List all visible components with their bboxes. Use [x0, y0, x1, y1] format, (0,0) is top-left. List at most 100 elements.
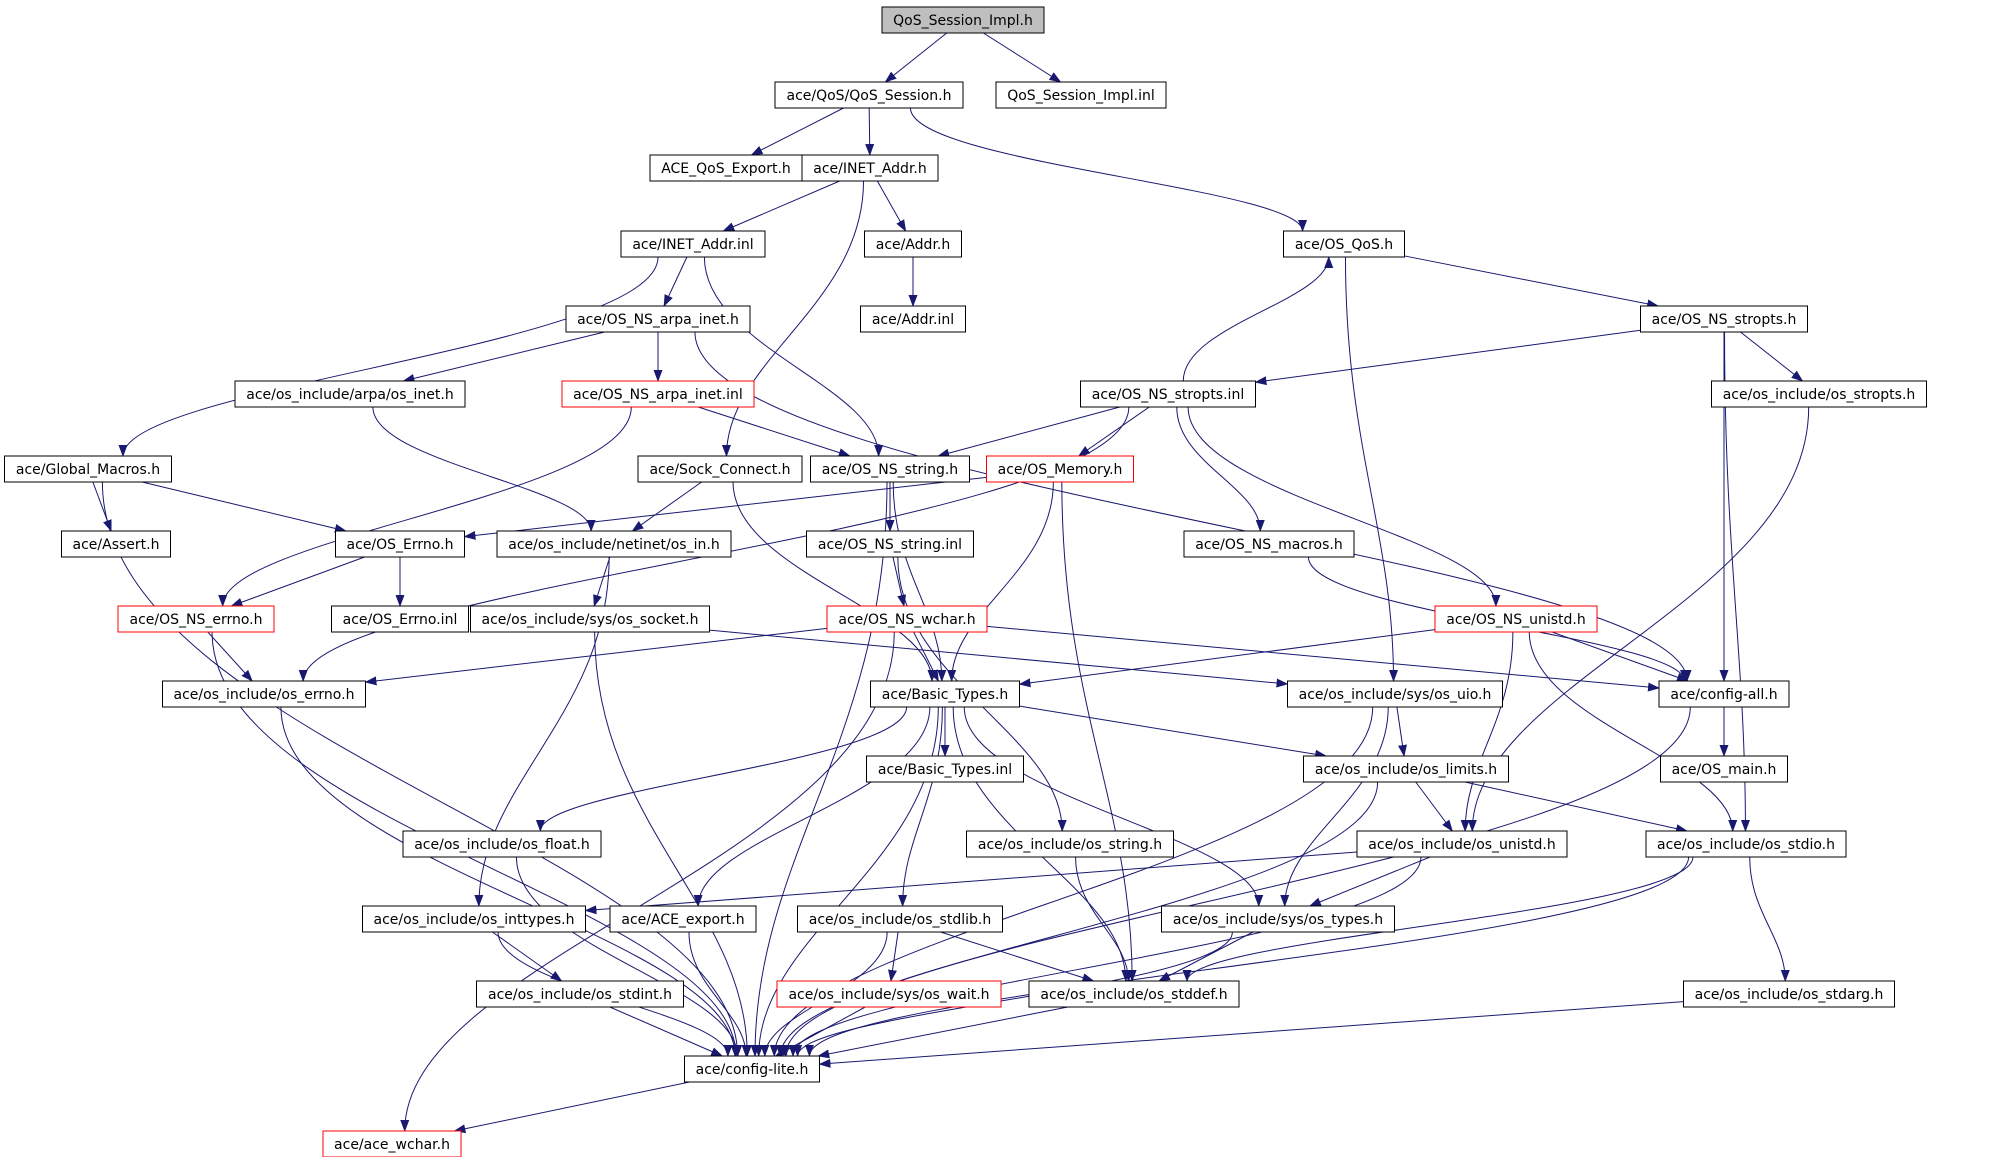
node-box	[402, 830, 602, 858]
node-global-macros-h[interactable]: ace/Global_Macros.h	[4, 455, 172, 483]
node-sys-os-types-h[interactable]: ace/os_include/sys/os_types.h	[1161, 905, 1395, 933]
edge-inet-addr-h-to-addr-h	[876, 180, 907, 232]
node-os-ns-unistd-h[interactable]: ace/OS_NS_unistd.h	[1434, 605, 1598, 633]
edge-arpa-os-inet-h-to-netinet-os-in-h	[372, 406, 596, 532]
edge-sys-os-socket-h-to-config-lite-h	[594, 631, 752, 1057]
node-os-limits-h[interactable]: ace/os_include/os_limits.h	[1303, 755, 1509, 783]
node-box	[234, 380, 466, 408]
edge-os-limits-h-to-os-stdio-h	[1464, 781, 1689, 834]
node-label: ace/os_include/os_stdarg.h	[1695, 987, 1884, 1003]
node-sys-os-uio-h[interactable]: ace/os_include/sys/os_uio.h	[1287, 680, 1503, 708]
node-label: ace/Sock_Connect.h	[649, 462, 790, 478]
edge-os-ns-stropts-inl-to-os-memory-h	[1077, 406, 1150, 457]
edge-config-lite-h-to-ace-wchar-h	[453, 1081, 690, 1134]
edge-sys-os-socket-h-to-sys-os-uio-h	[709, 629, 1289, 688]
node-os-ns-string-h[interactable]: ace/OS_NS_string.h	[810, 455, 970, 483]
node-box	[331, 605, 469, 633]
edge-os-ns-arpa-inet-inl-to-os-ns-string-h	[698, 406, 851, 457]
node-basic-types-inl[interactable]: ace/Basic_Types.inl	[866, 755, 1024, 783]
node-os-ns-arpa-inet-h[interactable]: ace/OS_NS_arpa_inet.h	[565, 305, 751, 333]
node-inet-addr-inl[interactable]: ace/INET_Addr.inl	[620, 230, 766, 258]
node-os-ns-stropts-inl[interactable]: ace/OS_NS_stropts.inl	[1080, 380, 1256, 408]
node-addr-inl[interactable]: ace/Addr.inl	[860, 305, 966, 333]
node-box	[1283, 230, 1405, 258]
node-assert-h[interactable]: ace/Assert.h	[61, 530, 171, 558]
node-label: ace/OS_NS_arpa_inet.h	[577, 312, 739, 328]
node-label: ace/INET_Addr.h	[813, 161, 927, 177]
node-label: ace/os_include/os_limits.h	[1315, 762, 1497, 778]
node-sock-connect-h[interactable]: ace/Sock_Connect.h	[637, 455, 803, 483]
node-box	[986, 455, 1134, 483]
node-os-main-h[interactable]: ace/OS_main.h	[1660, 755, 1788, 783]
edge-os-ns-string-inl-to-os-ns-wchar-h	[892, 556, 907, 607]
edge-basic-types-h-to-os-float-h	[535, 706, 908, 832]
node-os-stdlib-h[interactable]: ace/os_include/os_stdlib.h	[797, 905, 1003, 933]
node-os-ns-string-inl[interactable]: ace/OS_NS_string.inl	[806, 530, 974, 558]
node-box	[995, 81, 1167, 109]
edge-os-qos-h-to-os-ns-stropts-h	[1404, 255, 1660, 309]
node-label: QoS_Session_Impl.inl	[1007, 88, 1155, 104]
node-basic-types-h[interactable]: ace/Basic_Types.h	[870, 680, 1020, 708]
node-os-unistd-h[interactable]: ace/os_include/os_unistd.h	[1356, 830, 1568, 858]
node-label: ace/os_include/os_stdlib.h	[809, 912, 991, 928]
node-os-stdint-h[interactable]: ace/os_include/os_stdint.h	[476, 980, 684, 1008]
node-box	[1303, 755, 1509, 783]
edge-os-qos-h-to-sys-os-uio-h	[1344, 256, 1399, 682]
node-os-stddef-h[interactable]: ace/os_include/os_stddef.h	[1028, 980, 1240, 1008]
node-os-inttypes-h[interactable]: ace/os_include/os_inttypes.h	[362, 905, 586, 933]
node-label: ace/os_include/sys/os_socket.h	[482, 612, 699, 628]
node-os-ns-errno-h[interactable]: ace/OS_NS_errno.h	[117, 605, 275, 633]
node-layer: QoS_Session_Impl.h ace/QoS/QoS_Session.h Q…	[4, 6, 1927, 1157]
node-os-ns-wchar-h[interactable]: ace/OS_NS_wchar.h	[826, 605, 988, 633]
node-qos-session-impl-inl[interactable]: QoS_Session_Impl.inl	[995, 81, 1167, 109]
node-arpa-os-inet-h[interactable]: ace/os_include/arpa/os_inet.h	[234, 380, 466, 408]
node-label: ace/OS_NS_wchar.h	[838, 612, 975, 628]
node-label: ace/OS_NS_string.inl	[818, 537, 962, 553]
node-netinet-os-in-h[interactable]: ace/os_include/netinet/os_in.h	[496, 530, 732, 558]
node-qos-session[interactable]: ace/QoS/QoS_Session.h	[774, 81, 964, 109]
node-root[interactable]: QoS_Session_Impl.h	[881, 6, 1045, 34]
node-sys-os-socket-h[interactable]: ace/os_include/sys/os_socket.h	[470, 605, 710, 633]
edge-global-macros-h-to-config-lite-h	[101, 481, 743, 1057]
node-box	[801, 154, 939, 182]
node-ace-export-h[interactable]: ace/ACE_export.h	[609, 905, 757, 933]
edge-os-memory-h-to-os-stddef-h	[1061, 481, 1137, 982]
node-os-memory-h[interactable]: ace/OS_Memory.h	[986, 455, 1134, 483]
edge-global-macros-h-to-os-errno-ace-h	[141, 481, 347, 533]
node-os-stdio-h[interactable]: ace/os_include/os_stdio.h	[1645, 830, 1847, 858]
node-os-errno-ace-h[interactable]: ace/OS_Errno.h	[335, 530, 465, 558]
node-os-errno-inl[interactable]: ace/OS_Errno.inl	[331, 605, 469, 633]
node-config-lite-h[interactable]: ace/config-lite.h	[684, 1055, 820, 1083]
node-label: ace/os_include/os_stropts.h	[1723, 387, 1916, 403]
node-box	[362, 905, 586, 933]
node-label: ace/OS_NS_errno.h	[129, 612, 262, 628]
node-box	[1711, 380, 1927, 408]
node-inet-addr-h[interactable]: ace/INET_Addr.h	[801, 154, 939, 182]
edge-root-to-qos-session	[884, 32, 948, 83]
node-config-all-h[interactable]: ace/config-all.h	[1658, 680, 1790, 708]
edge-os-ns-wchar-h-to-os-include-os-errno-h	[364, 627, 828, 686]
edge-basic-types-h-to-sys-os-types-h	[963, 706, 1264, 907]
node-box	[117, 605, 275, 633]
node-box	[870, 680, 1020, 708]
node-sys-os-wait-h[interactable]: ace/os_include/sys/os_wait.h	[776, 980, 1002, 1008]
node-addr-h[interactable]: ace/Addr.h	[864, 230, 962, 258]
node-os-string-h[interactable]: ace/os_include/os_string.h	[966, 830, 1174, 858]
node-label: ace/Global_Macros.h	[16, 462, 160, 478]
edge-sock-connect-h-to-netinet-os-in-h	[631, 481, 702, 532]
node-os-include-os-errno-h[interactable]: ace/os_include/os_errno.h	[162, 680, 366, 708]
node-box	[806, 530, 974, 558]
node-box	[609, 905, 757, 933]
node-os-ns-arpa-inet-inl[interactable]: ace/OS_NS_arpa_inet.inl	[561, 380, 755, 408]
node-os-ns-macros-h[interactable]: ace/OS_NS_macros.h	[1183, 530, 1355, 558]
node-ace-qos-export[interactable]: ACE_QoS_Export.h	[649, 154, 803, 182]
node-os-stropts-h[interactable]: ace/os_include/os_stropts.h	[1711, 380, 1927, 408]
edge-os-ns-arpa-inet-h-to-arpa-os-inet-h	[402, 331, 605, 383]
node-os-float-h[interactable]: ace/os_include/os_float.h	[402, 830, 602, 858]
edge-qos-session-to-inet-addr-h	[865, 107, 875, 156]
node-os-stdarg-h[interactable]: ace/os_include/os_stdarg.h	[1683, 980, 1895, 1008]
node-label: ace/OS_main.h	[1672, 762, 1777, 778]
node-ace-wchar-h[interactable]: ace/ace_wchar.h	[322, 1130, 462, 1157]
node-os-ns-stropts-h[interactable]: ace/OS_NS_stropts.h	[1640, 305, 1808, 333]
node-os-qos-h[interactable]: ace/OS_QoS.h	[1283, 230, 1405, 258]
